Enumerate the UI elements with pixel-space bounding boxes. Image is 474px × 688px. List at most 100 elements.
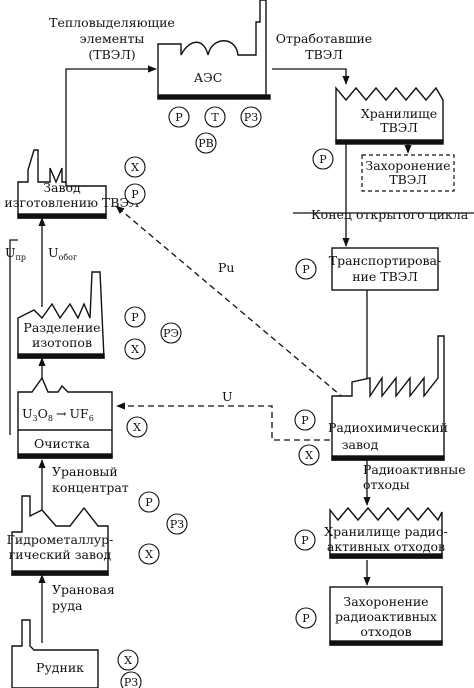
flow-open-cycle-end: Конец открытого цикла — [311, 207, 469, 222]
hydromet-label-1: Гидрометаллур- — [7, 532, 114, 547]
arrow-fuel-to-aes — [65, 65, 157, 185]
mark-aes-p-text: Р — [175, 111, 183, 124]
mark-radiochem-p-text: Р — [301, 414, 309, 427]
flow-fuel-elements-2: элементы — [80, 31, 145, 46]
burial-fuel-label-2: ТВЭЛ — [389, 172, 427, 187]
line-u-depleted — [9, 239, 18, 435]
burial-fuel-label-1: Захоронение — [365, 158, 450, 173]
separation-label-2: изотопов — [32, 335, 92, 350]
mark-separation-p — [124, 306, 146, 328]
mark-aes-rz — [240, 106, 262, 128]
storage-fuel-label-2: ТВЭЛ — [380, 120, 418, 135]
node-transport — [331, 247, 439, 291]
mark-conversion-x — [126, 416, 148, 438]
mark-separation-x-text: Х — [131, 343, 139, 356]
node-storage-fuel — [335, 86, 444, 145]
radiochem-label-1: Радиохимический — [328, 420, 448, 435]
mark-storage-waste-p — [294, 529, 316, 551]
flow-spent-fuel-2: ТВЭЛ — [305, 47, 343, 62]
mark-hydromet-p — [138, 491, 160, 513]
mark-burial-waste-p — [295, 607, 317, 629]
mark-transport-p — [295, 258, 317, 280]
mark-fuel-plant-x — [124, 156, 146, 178]
mark-separation-p-text: Р — [131, 311, 139, 324]
flow-rad-waste-1: Радиоактивные — [363, 462, 466, 477]
mark-fuel-plant-p — [124, 183, 146, 205]
burial-waste-label-2: радиоактивных — [335, 609, 437, 624]
burial-waste-label-3: отходов — [360, 624, 411, 639]
mark-separation-x — [124, 338, 146, 360]
flow-uranium-ore-2: руда — [52, 598, 83, 613]
mark-burial-waste-p-text: Р — [302, 612, 310, 625]
node-hydromet — [11, 495, 109, 576]
node-conversion — [17, 376, 113, 459]
radiochem-label-2: завод — [342, 437, 379, 452]
flow-u: U — [222, 389, 233, 404]
mark-radiochem-x — [298, 444, 320, 466]
conversion-formula: U3O8→UF6 — [22, 406, 94, 423]
arrow-aes-to-storage — [272, 68, 350, 85]
flow-u-enriched: Uобог — [48, 245, 77, 262]
mark-mine-rz-text: РЗ — [124, 676, 138, 688]
hydromet-label-2: гический завод — [9, 547, 112, 562]
storage-fuel-label-1: Хранилище — [361, 106, 437, 121]
mark-aes-t — [204, 106, 226, 128]
transport-label-1: Транспортирова- — [329, 253, 441, 268]
flow-fuel-elements-3: (ТВЭЛ) — [88, 47, 135, 62]
mark-storage-p — [312, 148, 334, 170]
mark-radiochem-p — [294, 409, 316, 431]
purification-label: Очистка — [34, 436, 91, 451]
arrow-pu — [115, 205, 353, 406]
mark-fuel-plant-x-text: Х — [131, 161, 139, 174]
node-separation — [17, 271, 105, 359]
mark-aes-rz-text: РЗ — [244, 111, 258, 124]
fuel-plant-label-1: Завод — [43, 180, 81, 195]
transport-label-2: ние ТВЭЛ — [352, 269, 418, 284]
flow-u-depleted: Uпр — [5, 245, 26, 262]
mark-mine-x-text: Х — [124, 654, 132, 667]
mine-label: Рудник — [36, 660, 84, 675]
node-burial-waste — [329, 586, 443, 646]
mark-aes-rv — [195, 132, 217, 154]
fuel-plant-label-2: по изготовлению ТВЭЛ — [0, 195, 139, 210]
mark-aes-t-text: Т — [211, 111, 219, 124]
mark-mine-rz — [120, 671, 142, 688]
node-radiochem — [331, 335, 445, 461]
node-fuel-plant — [17, 149, 107, 219]
mark-hydromet-x — [138, 543, 160, 565]
separation-label-1: Разделение — [23, 320, 100, 335]
arrow-u — [116, 402, 330, 441]
flow-uranium-concentrate-1: Урановый — [52, 464, 118, 479]
flow-uranium-ore-1: Урановая — [52, 582, 115, 597]
mark-hydromet-p-text: Р — [145, 496, 153, 509]
mark-separation-re — [160, 322, 182, 344]
storage-waste-label-2: активных отходов — [327, 539, 445, 554]
mark-storage-p-text: Р — [319, 153, 327, 166]
storage-waste-label-1: Хранилище радио- — [324, 524, 448, 539]
burial-waste-label-1: Захоронение — [343, 594, 428, 609]
mark-fuel-plant-p-text: Р — [131, 188, 139, 201]
mark-aes-rv-text: РВ — [198, 137, 214, 150]
flow-fuel-elements-1: Тепловыделяющие — [49, 15, 175, 30]
mark-transport-p-text: Р — [302, 263, 310, 276]
mark-separation-re-text: РЭ — [163, 327, 179, 340]
node-mine — [11, 619, 99, 688]
flow-pu: Pu — [218, 260, 234, 275]
node-storage-waste — [329, 506, 443, 559]
flow-spent-fuel-1: Отработавшие — [276, 31, 372, 46]
node-burial-fuel — [361, 154, 455, 192]
mark-hydromet-x-text: Х — [145, 548, 153, 561]
flow-uranium-concentrate-2: концентрат — [52, 480, 129, 495]
mark-aes-p — [168, 106, 190, 128]
aes-label: АЭС — [194, 70, 223, 85]
mark-mine-x — [117, 649, 139, 671]
mark-radiochem-x-text: Х — [305, 449, 313, 462]
mark-storage-waste-p-text: Р — [301, 534, 309, 547]
mark-hydromet-rz-text: РЗ — [170, 518, 184, 531]
mark-hydromet-rz — [166, 513, 188, 535]
node-aes — [157, 0, 271, 100]
mark-conversion-x-text: Х — [133, 421, 141, 434]
flow-rad-waste-2: отходы — [363, 477, 410, 492]
